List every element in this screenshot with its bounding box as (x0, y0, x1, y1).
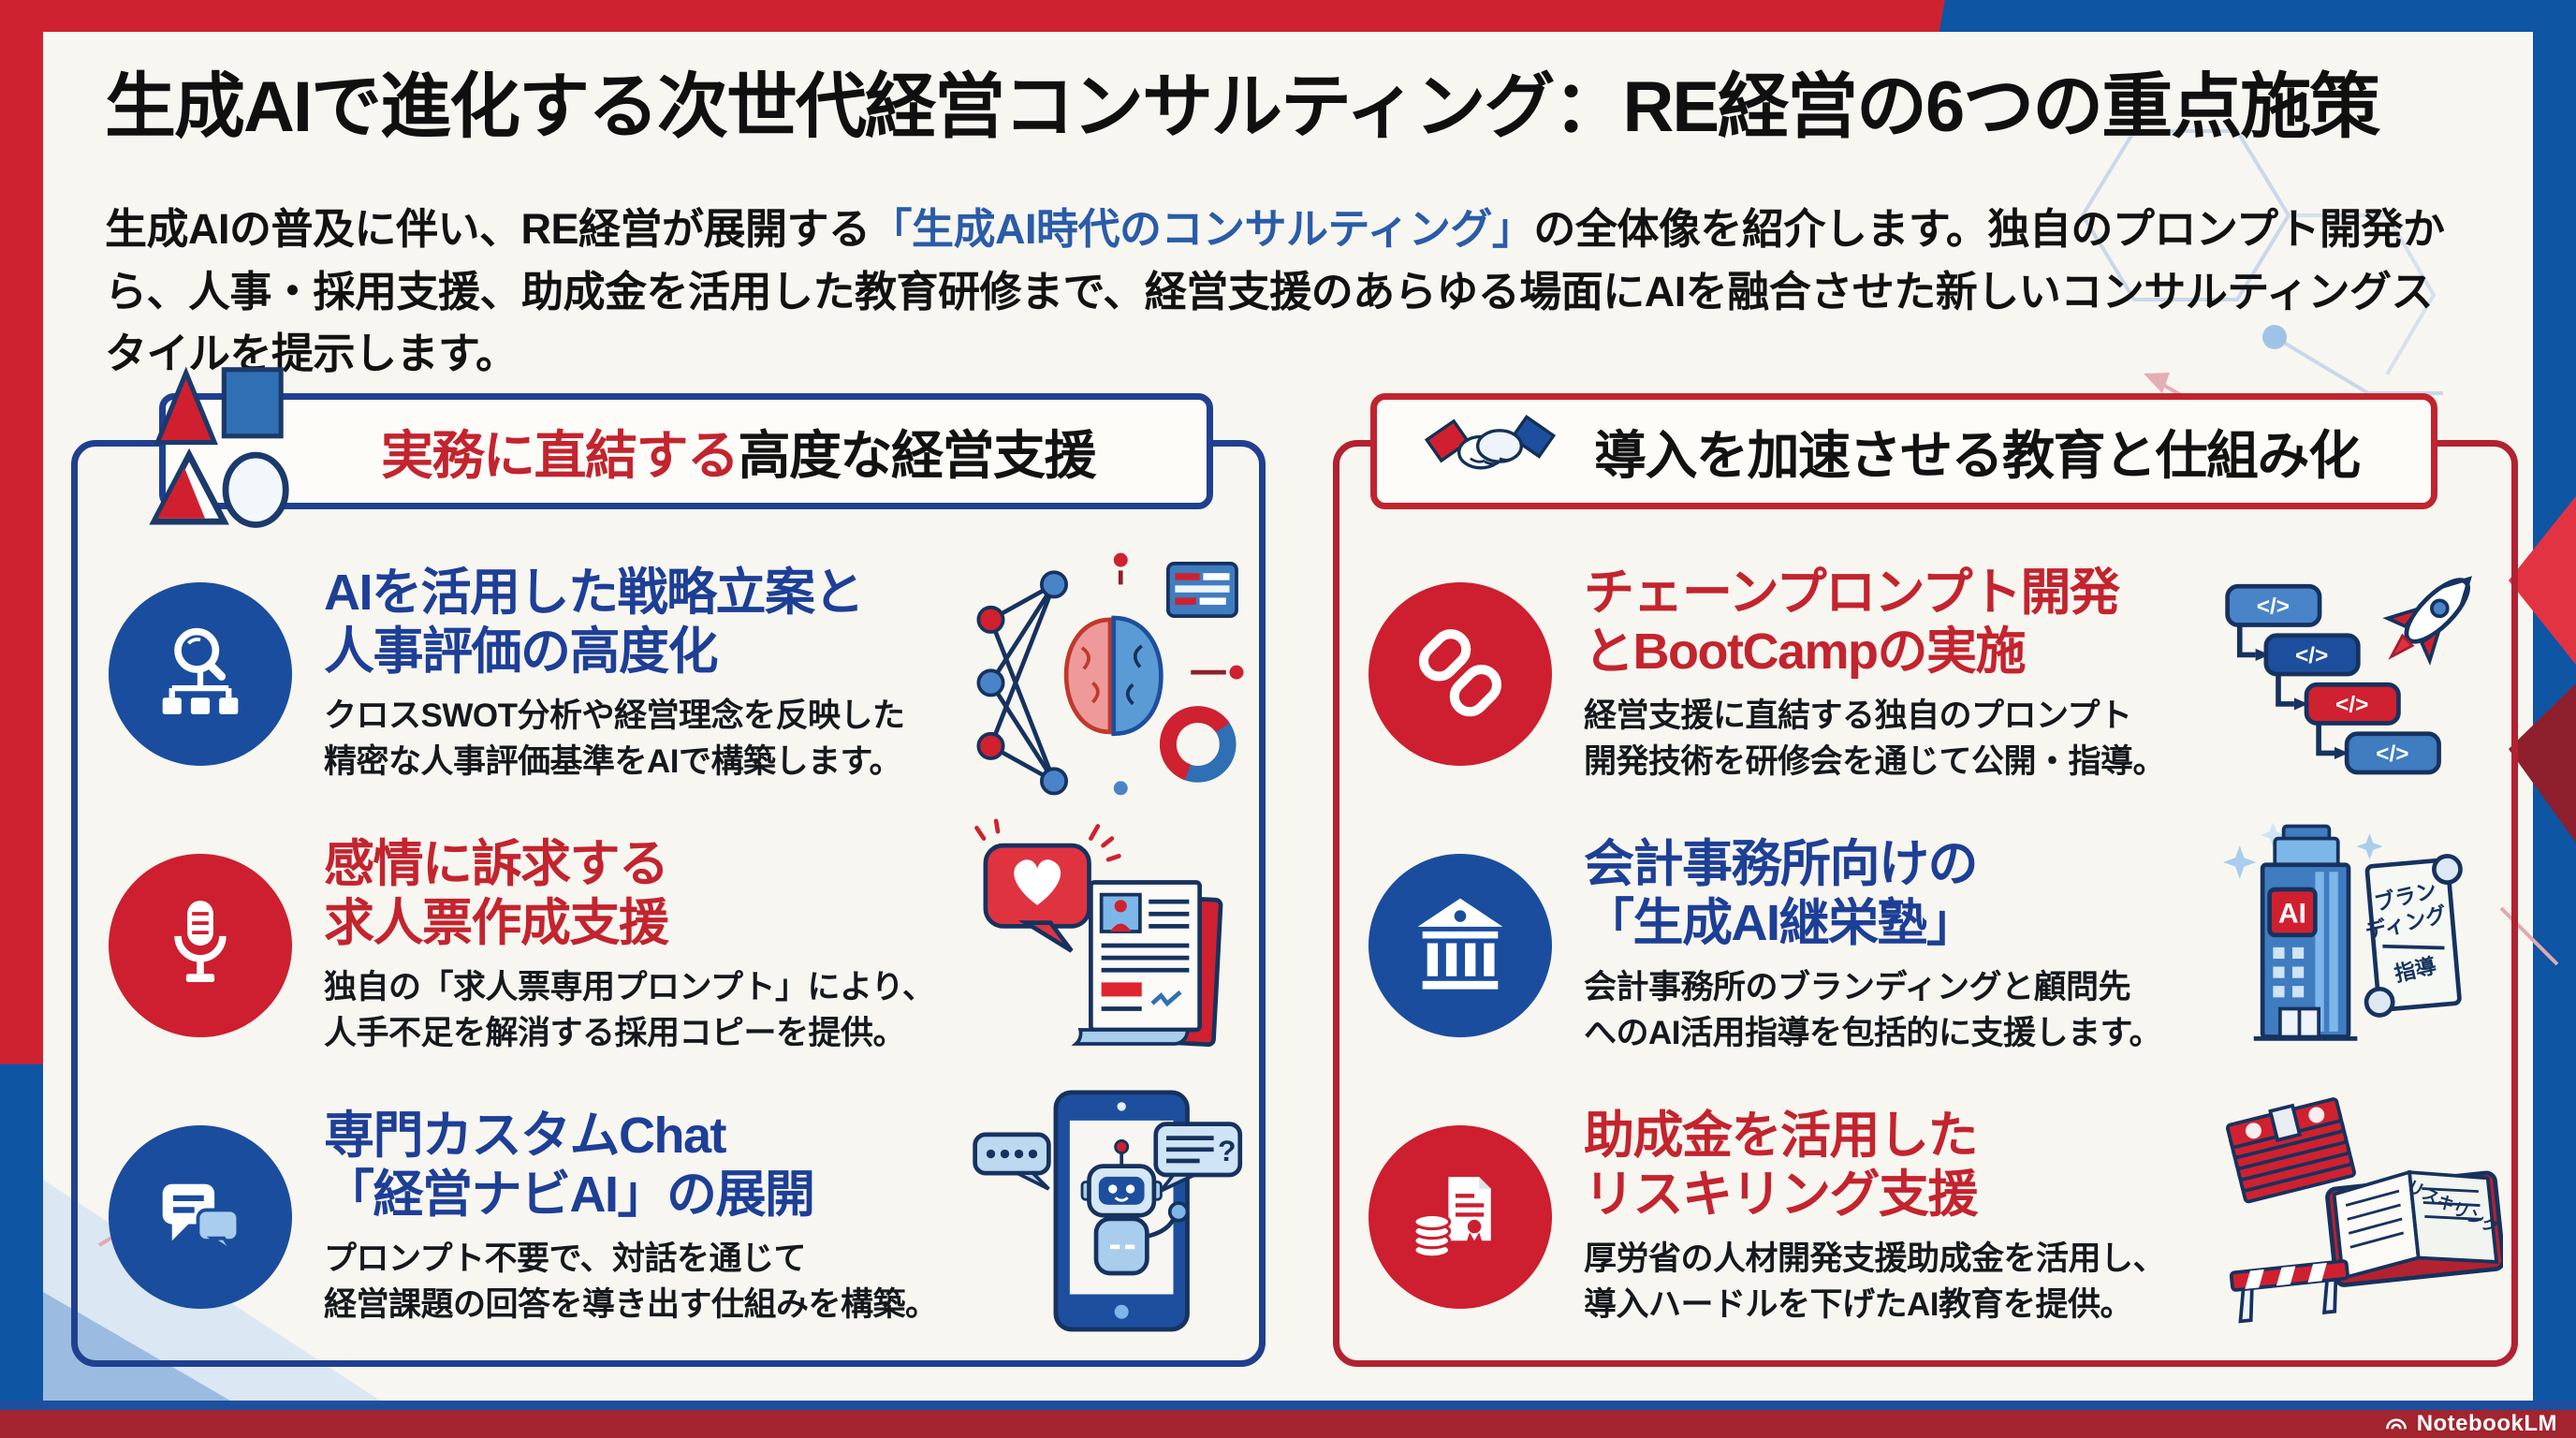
notebooklm-logo-text: NotebookLM (2416, 1411, 2557, 1436)
item-title-line: 「経営ナビAI」の展開 (324, 1167, 815, 1223)
brain-network-illustration (976, 552, 1244, 796)
right-header-text: 導入を加速させる教育と仕組み化 (1594, 425, 2361, 485)
bank-icon (1368, 854, 1552, 1037)
item-title-line: 専門カスタムChat (324, 1108, 726, 1165)
item-title-line: 助成金を活用した (1584, 1108, 1979, 1165)
robot-tablet-illustration: ? (973, 1090, 1243, 1332)
intro-highlight: 「生成AI時代のコンサルティング」 (870, 205, 1534, 253)
geometric-shapes-icon (149, 366, 289, 528)
item-title-line: リスキリング支援 (1584, 1167, 1979, 1223)
left-column-header: 実務に直結する高度な経営支援 (159, 393, 1213, 509)
code-chain-rocket-illustration: </> </> </> </> (2225, 576, 2472, 775)
building-sign-label: AI (2278, 899, 2306, 930)
handshake-icon (1424, 415, 1557, 470)
left-header-rest: 高度な経営支援 (738, 425, 1097, 485)
footer-band: NotebookLM (0, 1410, 2576, 1438)
code-tag-label: </> (2295, 643, 2328, 668)
money-book-hurdle-illustration: リスキリング (2225, 1097, 2503, 1324)
item-title-line: 感情に訴求する (324, 836, 669, 893)
left-header-text: 実務に直結する高度な経営支援 (381, 414, 1097, 490)
item-title-line: 「生成AI継栄塾」 (1584, 895, 1977, 951)
left-item-strategy: AIを活用した戦略立案と 人事評価の高度化 クロスSWOT分析や経営理念を反映し… (109, 538, 1260, 810)
right-item-ai-school: 会計事務所向けの 「生成AI継栄塾」 会計事務所のブランディングと顧問先 へのA… (1368, 810, 2512, 1081)
building-scroll-illustration: AI ブラン ディング 指導 (2222, 822, 2463, 1041)
item-description: 会計事務所のブランディングと顧問先 へのAI活用指導を包括的に支援します。 (1584, 968, 2162, 1051)
item-description: 経営支援に直結する独自のプロンプト 開発技術を研修会を通じて公開・指導。 (1584, 697, 2166, 780)
code-tag-label: </> (2376, 741, 2408, 767)
item-title-line: チェーンプロンプト開発 (1584, 565, 2120, 622)
left-item-custom-chat: 専門カスタムChat 「経営ナビAI」の展開 プロンプト不要で、対話を通じて 経… (109, 1081, 1260, 1353)
item-title-line: 人事評価の高度化 (324, 624, 719, 680)
intro-paragraph: 生成AIの普及に伴い、RE経営が展開する「生成AI時代のコンサルティング」の全体… (105, 198, 2473, 386)
item-title-line: とBootCampの実施 (1584, 624, 2026, 680)
code-tag-label: </> (2257, 594, 2290, 619)
question-mark-label: ? (1218, 1134, 1236, 1167)
right-column-header: 導入を加速させる教育と仕組み化 (1370, 393, 2437, 509)
item-title-line: 求人票作成支援 (324, 895, 669, 951)
intro-pre: 生成AIの普及に伴い、RE経営が展開する (105, 205, 871, 253)
intro-post: の全体像を紹介します。独自のプロンプト開発から、人事・採用支援、助成金を活用した… (105, 205, 2445, 378)
notebooklm-logo-icon (2385, 1418, 2407, 1430)
right-item-reskilling: 助成金を活用した リスキリング支援 厚労省の人材開発支援助成金を活用し、 導入ハ… (1368, 1081, 2512, 1353)
rocket-icon (2382, 576, 2472, 666)
item-description: 独自の「求人票専用プロンプト」により、 人手不足を解消する採用コピーを提供。 (324, 968, 935, 1051)
page-title: 生成AIで進化する次世代経営コンサルティング：RE経営の6つの重点施策 (105, 67, 2380, 147)
left-header-highlight: 実務に直結する (381, 425, 739, 485)
footer-blue-stripe (0, 1401, 2576, 1410)
certificate-coins-icon (1368, 1125, 1552, 1309)
chat-bubbles-icon (109, 1125, 292, 1309)
search-strategy-icon (109, 582, 292, 766)
item-description: プロンプト不要で、対話を通じて 経営課題の回答を導き出す仕組みを構築。 (324, 1240, 938, 1323)
item-description: クロスSWOT分析や経営理念を反映した 精密な人事評価基準をAIで構築します。 (324, 697, 905, 780)
heart-resume-illustration (974, 818, 1223, 1048)
left-item-recruiting: 感情に訴求する 求人票作成支援 独自の「求人票専用プロンプト」により、 人手不足… (109, 810, 1260, 1081)
right-item-chain-prompt: チェーンプロンプト開発 とBootCampの実施 経営支援に直結する独自のプロン… (1368, 538, 2512, 810)
item-title-line: 会計事務所向けの (1584, 836, 1979, 893)
item-description: 厚労省の人材開発支援助成金を活用し、 導入ハードルを下げたAI教育を提供。 (1584, 1240, 2166, 1323)
microphone-icon (109, 854, 292, 1037)
chain-link-icon (1368, 582, 1552, 766)
item-title-line: AIを活用した戦略立案と (324, 565, 865, 622)
code-tag-label: </> (2335, 692, 2368, 717)
